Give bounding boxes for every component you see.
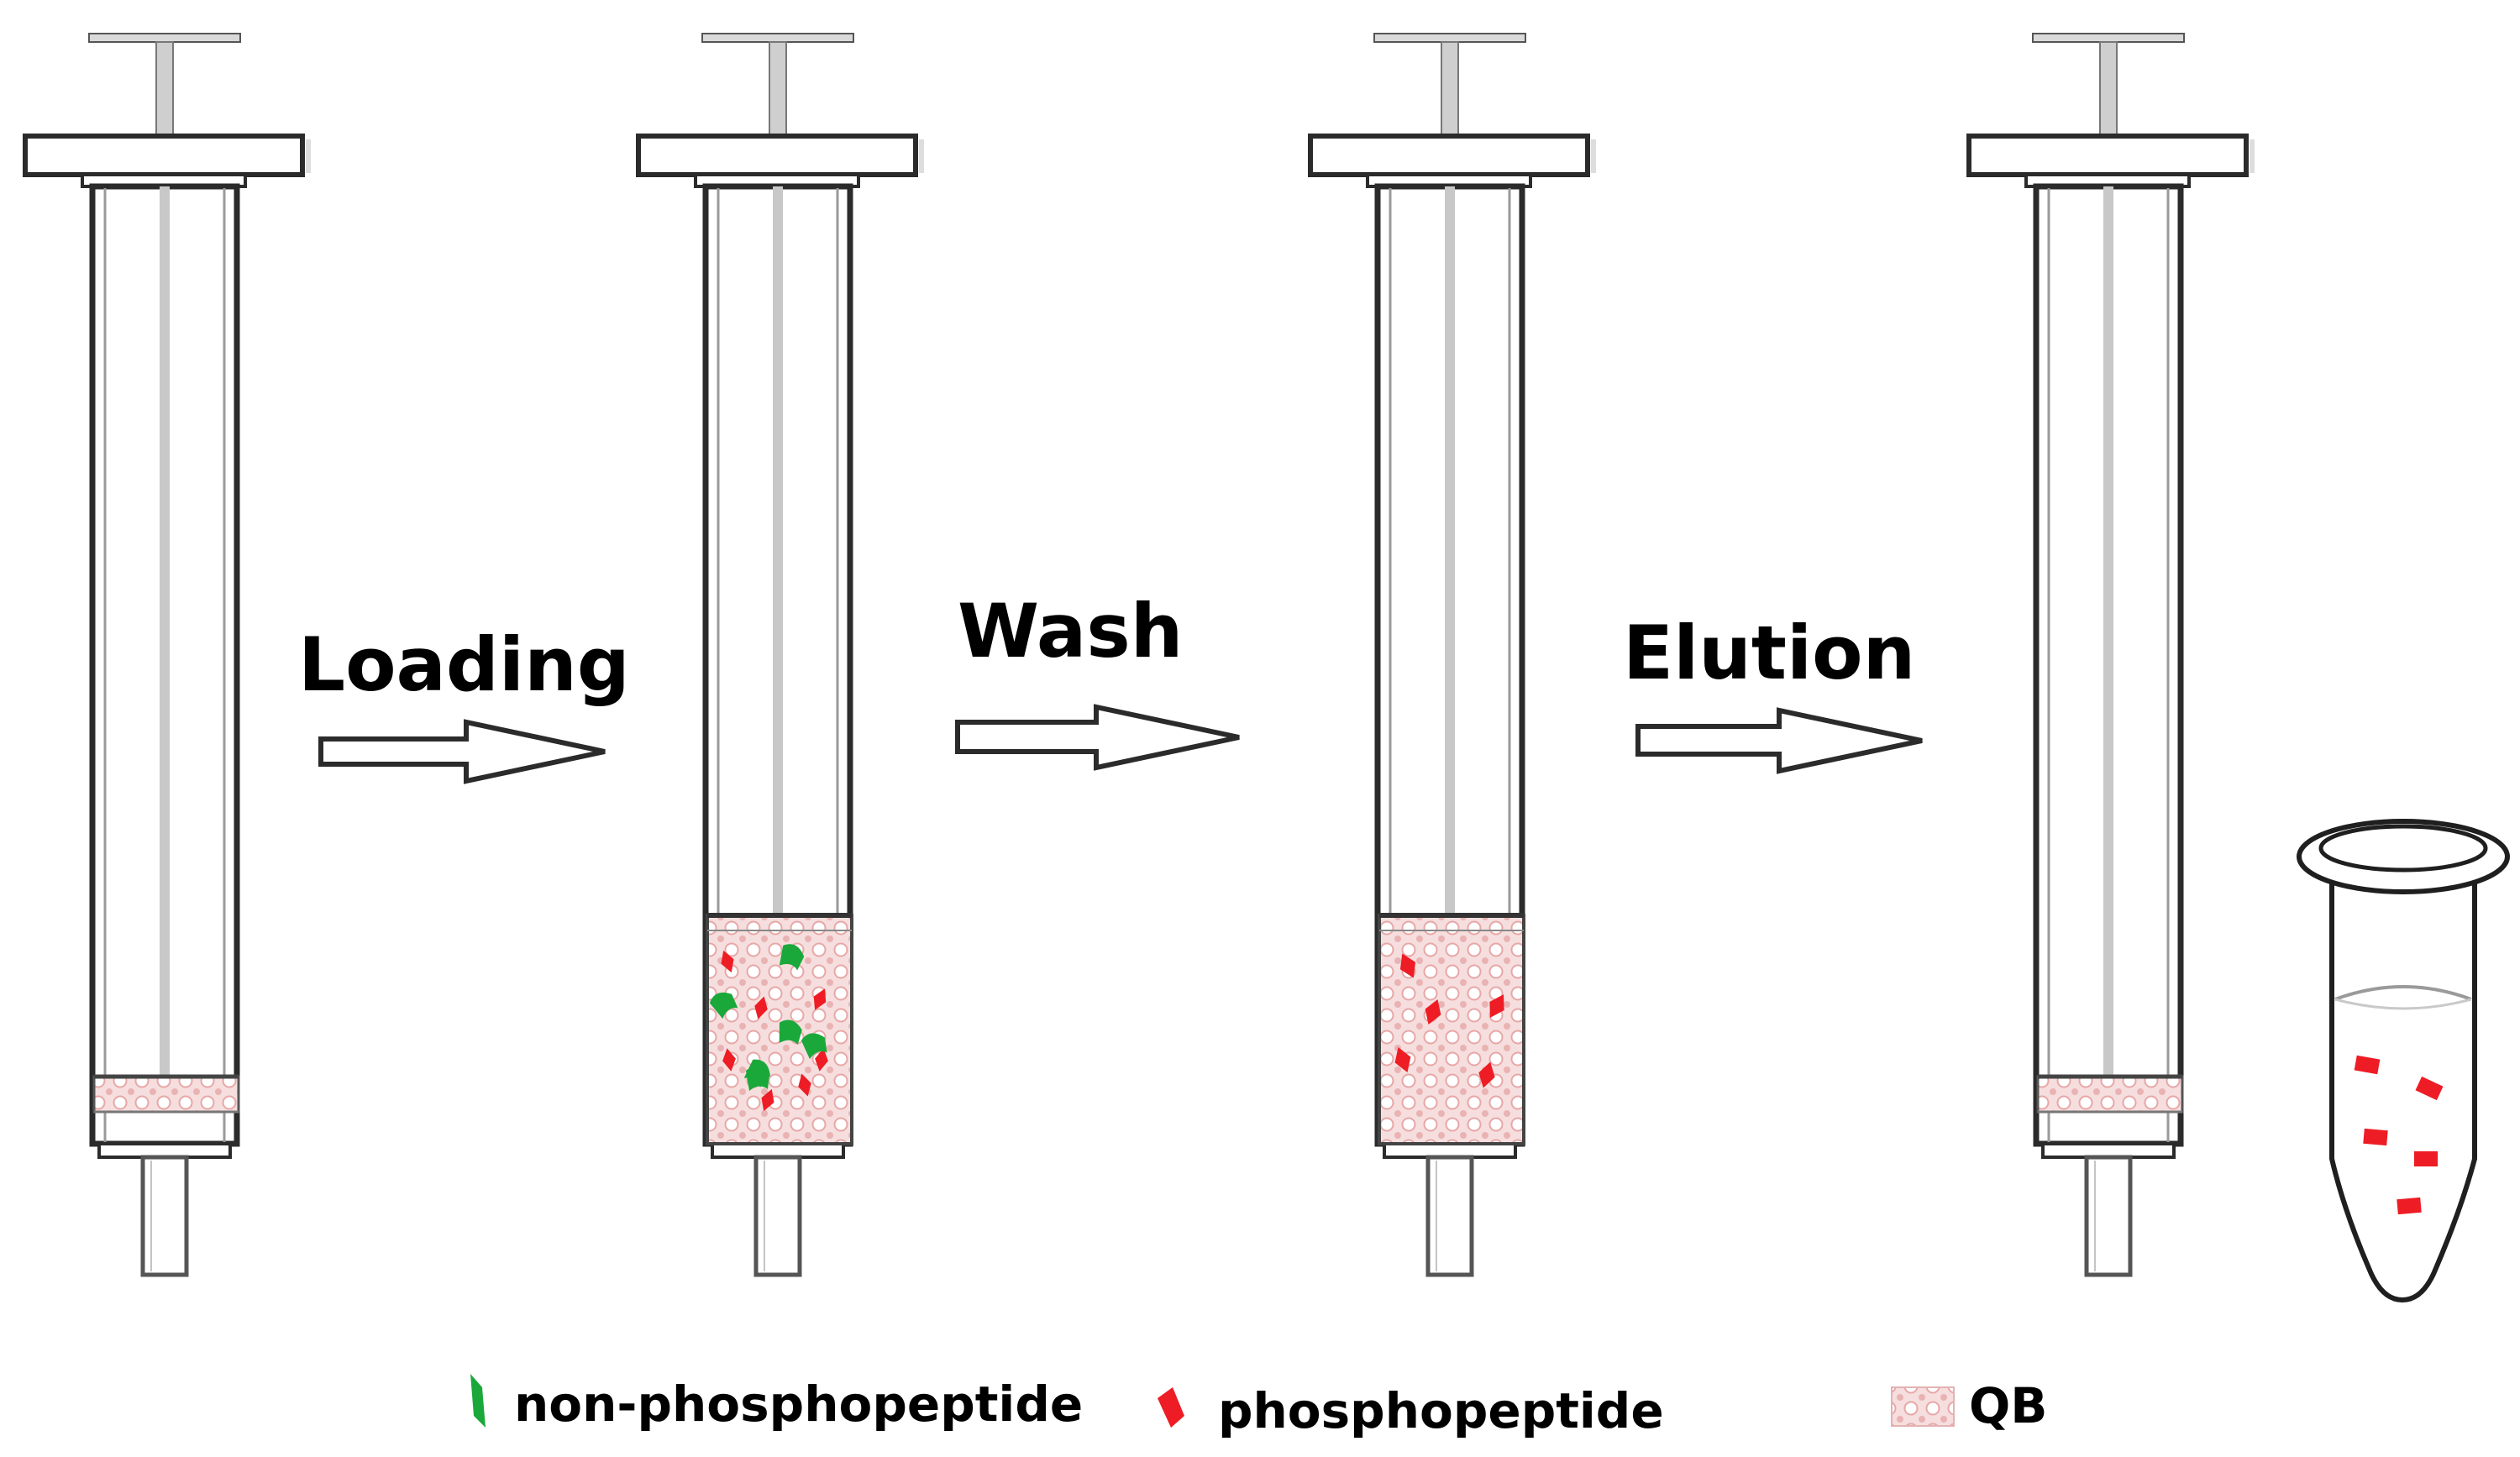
loading-step: Loading (298, 621, 630, 784)
phosphopeptide-marker (1489, 994, 1504, 1018)
wash-step: Wash (955, 588, 1240, 771)
cartridge-2 (638, 34, 924, 1275)
phosphopeptide-marker (721, 950, 734, 973)
phosphopeptide-marker (1399, 953, 1416, 978)
collection-tube (2297, 819, 2510, 1303)
non-phosphopeptide-marker (709, 992, 738, 1019)
tube-rim-inner (2318, 824, 2488, 873)
legend-item-non-phosphopeptide: non-phosphopeptide (470, 1374, 1083, 1433)
cartridge-1 (25, 34, 311, 1275)
phosphopeptide-label: phosphopeptide (1218, 1382, 1664, 1439)
wash-label: Wash (958, 588, 1183, 674)
non-phosphopeptide-marker (746, 1066, 769, 1091)
cartridge-3 (1310, 34, 1596, 1275)
wash-arrow (955, 704, 1240, 771)
phosphopeptide-marker (798, 1073, 811, 1097)
loading-label: Loading (298, 621, 630, 708)
peptides-washed (1394, 953, 1504, 1088)
phosphopeptide-marker (1425, 998, 1441, 1025)
phosphopeptide-marker (761, 1088, 774, 1112)
phosphopeptide-marker (754, 996, 768, 1019)
non-phosphopeptide-swatch (470, 1374, 486, 1428)
qb-swatch (1891, 1386, 1955, 1427)
phosphopeptide-marker (815, 1048, 828, 1072)
peptides-eluted (2354, 1055, 2444, 1215)
legend: non-phosphopeptide phosphopeptide QB (470, 1374, 2048, 1439)
tube-body (2329, 879, 2477, 1303)
thin-frit (92, 1074, 240, 1114)
phosphopeptide-marker (722, 1048, 736, 1072)
legend-item-qb: QB (1891, 1377, 2048, 1434)
cartridge-4 (1969, 34, 2255, 1275)
thin-frit (2036, 1074, 2184, 1114)
non-phosphopeptide-marker (779, 1019, 802, 1045)
elution-step: Elution (1623, 610, 1923, 774)
phosphopeptide-marker (2354, 1055, 2381, 1075)
phosphopeptide-swatch (1158, 1387, 1184, 1428)
non-phosphopeptide-label: non-phosphopeptide (514, 1376, 1083, 1433)
legend-item-phosphopeptide: phosphopeptide (1158, 1382, 1664, 1439)
qb-bed-washed (1378, 913, 1525, 1145)
liquid-level (2334, 985, 2472, 1001)
loading-arrow (318, 719, 606, 784)
non-phosphopeptide-marker (779, 944, 805, 971)
phosphopeptide-marker (813, 988, 827, 1010)
elution-label: Elution (1623, 610, 1915, 696)
non-phosphopeptide-marker (801, 1033, 827, 1060)
phosphopeptide-marker (2415, 1076, 2444, 1101)
phosphopeptide-marker (2397, 1197, 2422, 1215)
phosphopeptide-marker (2363, 1128, 2388, 1146)
elution-arrow (1635, 707, 1923, 774)
phosphopeptide-marker (1478, 1061, 1495, 1088)
phosphopeptide-marker (1394, 1046, 1411, 1073)
phosphopeptide-marker (2414, 1151, 2438, 1166)
peptides-loaded (709, 944, 828, 1112)
qb-label: QB (1969, 1377, 2048, 1434)
